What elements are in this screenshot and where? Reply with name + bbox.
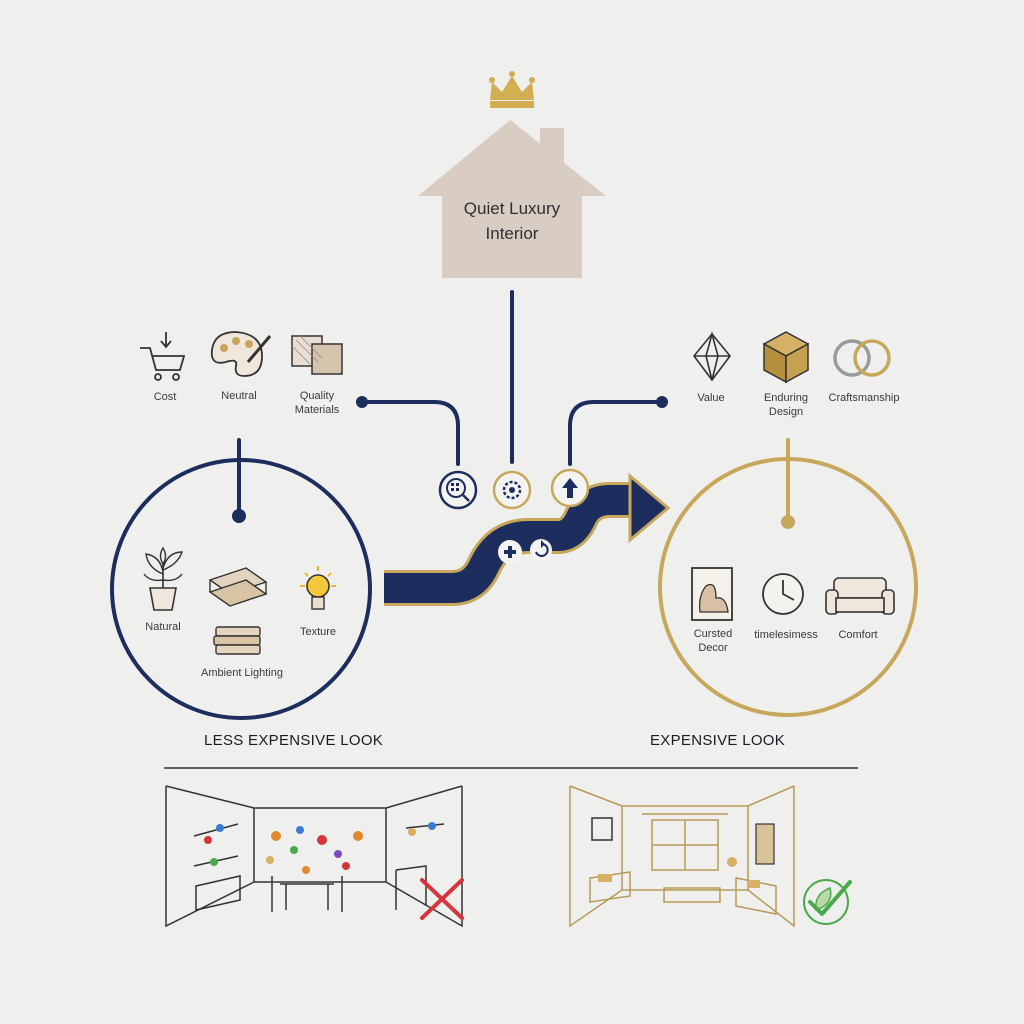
search-grid-icon (438, 470, 478, 510)
connectors (237, 290, 664, 514)
sofa-icon (825, 577, 895, 615)
left-circle (110, 458, 372, 720)
stacked-fabrics-icon-top (208, 567, 268, 607)
factor-label-enduring-design: Enduring Design (763, 392, 809, 418)
clock-icon (762, 573, 804, 615)
connector-dot-right-circle (781, 515, 795, 529)
circle-item-ambient-lighting: Ambient Lighting (201, 667, 283, 679)
less-expensive-look-title: LESS EXPENSIVE LOOK (204, 732, 384, 749)
plus-icon (498, 540, 522, 564)
left-room-sketch (165, 785, 463, 928)
gear-icon (492, 470, 532, 510)
house-title: Quiet Luxury Interior (463, 199, 561, 243)
shopping-cart-icon (140, 332, 186, 381)
red-x-icon (420, 878, 464, 920)
fabric-swatch-icon (291, 335, 343, 375)
palette-icon (210, 331, 272, 377)
connector-dot-right (656, 396, 668, 408)
crown-icon (489, 71, 535, 108)
connector-dot-left (356, 396, 368, 408)
factor-label-craftsmanship: Craftsmanship (828, 392, 900, 404)
framed-art-icon (691, 567, 733, 621)
right-circle (658, 457, 918, 717)
circle-item-texture: Texture (299, 626, 337, 638)
left-room-clutter (204, 822, 436, 874)
green-check-leaf-icon (803, 879, 852, 925)
right-room-art (591, 817, 775, 888)
connector-dot-left-circle (232, 509, 246, 523)
right-room-sketch (569, 785, 795, 928)
plant-icon (143, 546, 183, 611)
diamond-icon (692, 330, 732, 382)
circle-item-timelessness: timelesimess (754, 629, 818, 641)
circle-item-natural: Natural (145, 621, 181, 633)
lightbulb-icon (300, 566, 336, 610)
factor-label-neutral: Neutral (221, 390, 257, 402)
expensive-look-title: EXPENSIVE LOOK (650, 732, 786, 749)
rings-icon (833, 339, 891, 377)
refresh-icon (530, 539, 552, 561)
up-arrow-icon (550, 468, 590, 508)
factor-label-value: Value (697, 392, 725, 404)
circle-item-curated-decor: Cursted Decor (693, 628, 733, 654)
stacked-fabrics-icon (213, 626, 261, 655)
house (418, 120, 606, 278)
wave-arrow (384, 472, 671, 606)
circle-item-comfort: Comfort (838, 629, 878, 641)
factor-label-cost: Cost (153, 391, 177, 403)
factor-label-quality-materials: Quality Materials (294, 390, 340, 416)
cube-icon (762, 331, 810, 384)
